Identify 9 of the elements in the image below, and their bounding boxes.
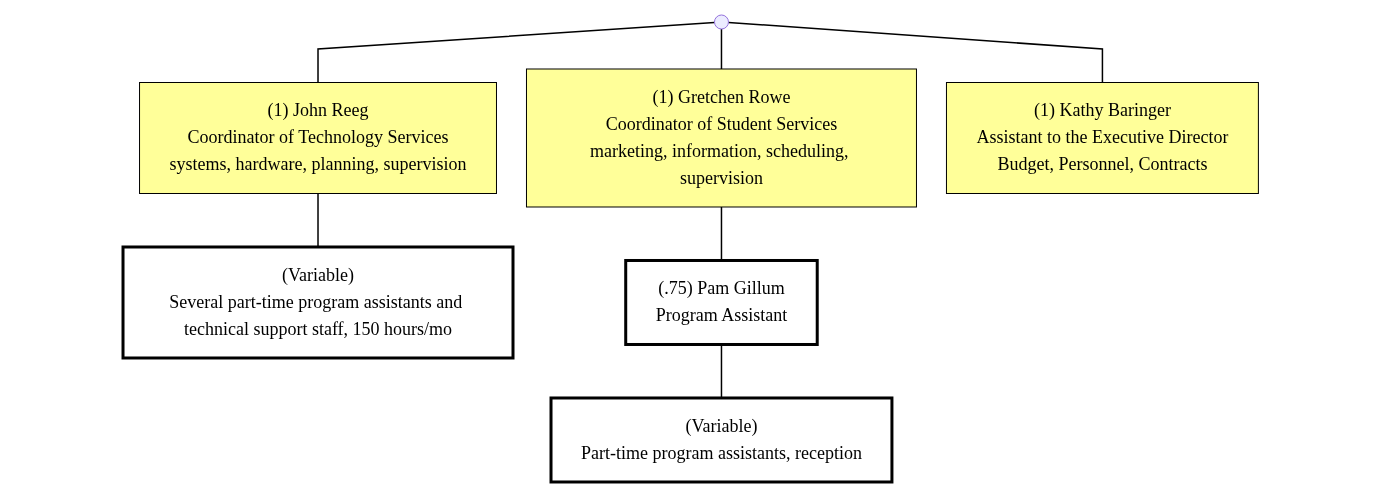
- connector: [317, 21, 716, 84]
- node-box: (1) Gretchen Rowe Coordinator of Student Services marketing, information, scheduling, supervision: [525, 68, 917, 208]
- node-box: (Variable) Several part-time program assistants and technical support staff, 150 hours/mo: [121, 245, 515, 360]
- connector: [727, 21, 1103, 84]
- connector: [720, 28, 722, 70]
- node-box: (.75) Pam Gillum Program Assistant: [624, 259, 819, 346]
- node-box: (1) John Reeg Coordinator of Technology Services systems, hardware, planning, supervision: [138, 82, 497, 194]
- node-box: (Variable) Part-time program assistants, reception: [549, 396, 894, 484]
- node-box: (1) Kathy Baringer Assistant to the Executive Director Budget, Personnel, Contracts: [945, 82, 1259, 194]
